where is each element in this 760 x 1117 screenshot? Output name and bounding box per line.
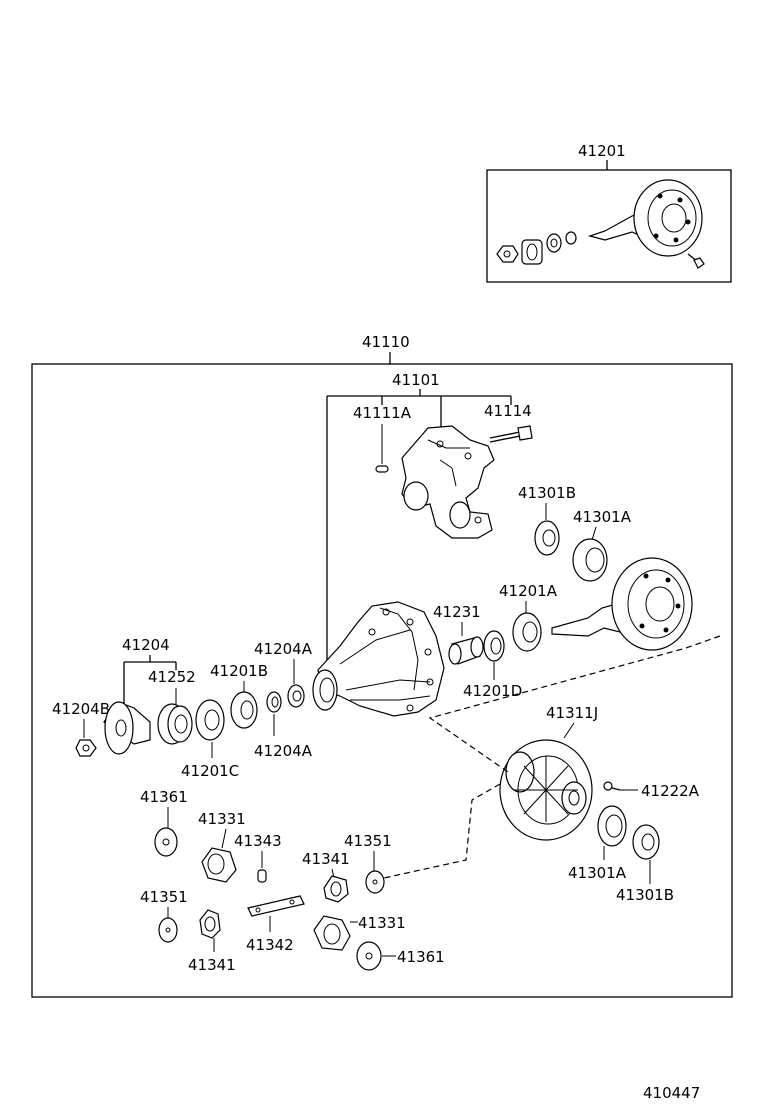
washer-41204A-top [287,684,305,708]
callout-41201D: 41201D [463,682,522,700]
thrust-washer-41361-bot [356,941,382,971]
differential-case-41311J [499,739,593,841]
callout-41252: 41252 [148,668,196,686]
callout-41301A-bot: 41301A [568,864,627,882]
shim-41301B-top [534,520,560,556]
callout-41201C: 41201C [181,762,239,780]
bearing-41201B [230,691,258,729]
callout-41114: 41114 [484,402,532,420]
spacer-41231 [448,636,484,665]
bearing-41201A [512,612,542,652]
callout-41341-right: 41341 [302,850,350,868]
kit-flange [521,239,543,265]
washer-41351-right [365,870,385,894]
callout-41204A-bot: 41204A [254,742,313,760]
label-41201: 41201 [578,142,626,160]
flange-41204 [103,701,151,755]
callout-41351-right: 41351 [344,832,392,850]
callout-41331-bot: 41331 [358,914,406,932]
callout-41301B-bot: 41301B [616,886,674,904]
callout-41343: 41343 [234,832,282,850]
side-gear-41331-top [201,847,237,883]
callout-41301A-top: 41301A [573,508,632,526]
pinion-gear-41341-left [199,909,221,939]
pinion-gear-41341-right [323,875,349,903]
bearing-cap-41101 [401,425,495,539]
bolt-41222A [603,781,621,791]
bearing-41301A-top [572,538,608,582]
callout-41204: 41204 [122,636,170,654]
nut-41204B [75,739,97,757]
side-gear-41331-bot [313,915,351,951]
pin-41111A [375,465,389,473]
carrier-sub-bracket: 41101 [326,371,512,660]
callout-41111A: 41111A [353,404,412,422]
callout-41201B: 41201B [210,662,268,680]
label-41101: 41101 [392,371,440,389]
ring-gear-pinion [551,557,693,651]
carrier-assembly-box: 41110 [31,333,733,998]
alignment-line-gears [383,783,501,879]
callout-41361-bot: 41361 [397,948,445,966]
bearing-41301A-bot [597,805,627,847]
callout-41342: 41342 [246,936,294,954]
callout-41351-left: 41351 [140,888,188,906]
callout-41231: 41231 [433,603,481,621]
callout-41301B-top: 41301B [518,484,576,502]
callout-41361-top: 41361 [140,788,188,806]
bearing-41201C [195,699,225,741]
kit-ring-gear-pinion [587,179,703,257]
kit-bolt [687,253,705,269]
callout-41341-left: 41341 [188,956,236,974]
thrust-washer-41361-top [154,827,178,857]
diagram-id: 410447 [643,1084,700,1102]
washer-41351-left [158,917,178,943]
kit-washer [565,231,577,245]
shim-41301B-bot [632,824,660,860]
label-41110: 41110 [362,333,410,351]
callout-41331-top: 41331 [198,810,246,828]
callout-41222A: 41222A [641,782,700,800]
race-41201D [483,630,505,662]
kit-bearing [546,233,562,253]
callout-41204A-top: 41204A [254,640,313,658]
pin-41343 [257,869,267,883]
callout-41311J: 41311J [546,704,598,722]
bolt-41114 [489,425,533,443]
callout-41201A: 41201A [499,582,558,600]
kit-nut [496,245,519,263]
shaft-41342 [247,895,305,917]
seal-41252 [157,703,193,745]
callout-41204B: 41204B [52,700,110,718]
ring-pinion-kit-box: 41201 [486,142,732,283]
washer-41204A-bot [266,691,282,713]
differential-carrier-housing [312,601,445,717]
